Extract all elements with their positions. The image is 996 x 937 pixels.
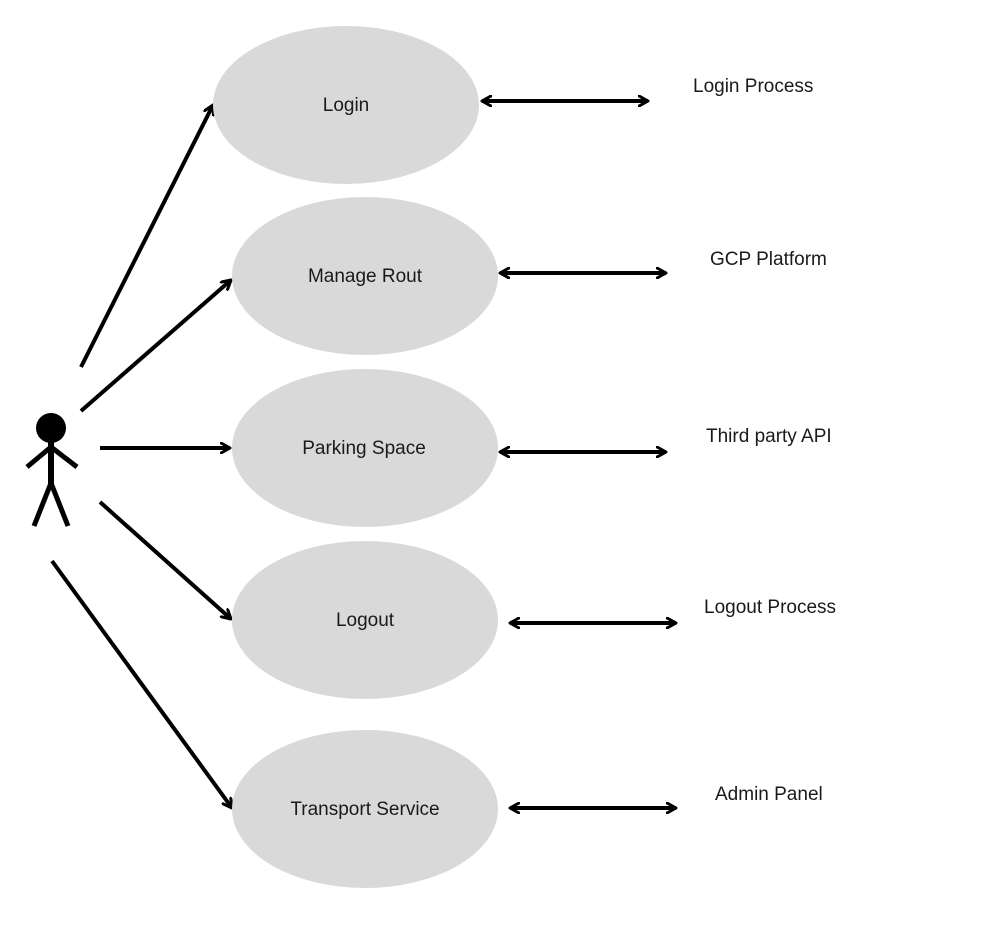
use-case-ellipse [232,541,498,699]
association-manage-rout [79,278,231,413]
system-label-third-party-api: Third party API [706,426,832,447]
use-case-label: Transport Service [290,799,439,820]
use-case-ellipse [232,369,498,527]
association-login [79,105,213,368]
actor-head [36,413,66,443]
use-case-label: Login [323,95,370,116]
use-case-label: Manage Rout [308,266,423,287]
association-logout [98,500,231,619]
use-case-ellipse [213,26,479,184]
use-case-label: Parking Space [302,438,426,459]
system-label-gcp-platform: GCP Platform [710,249,827,270]
association-transport-service [50,559,234,808]
use-case-logout: Logout [232,541,498,699]
system-label-logout-process: Logout Process [704,597,836,618]
use-case-ellipse [232,197,498,355]
use-case-ellipse [232,730,498,888]
use-case-manage-rout: Manage Rout [232,197,498,355]
actor-associations [50,105,234,808]
use-case-transport-service: Transport Service [232,730,498,888]
use-case-login: Login [213,26,479,184]
system-links [482,101,676,808]
use-case-parking-space: Parking Space [232,369,498,527]
system-label-login-process: Login Process [693,76,813,97]
system-label-admin-panel: Admin Panel [715,784,823,805]
actor-icon [25,413,79,527]
use-case-label: Logout [336,610,395,631]
